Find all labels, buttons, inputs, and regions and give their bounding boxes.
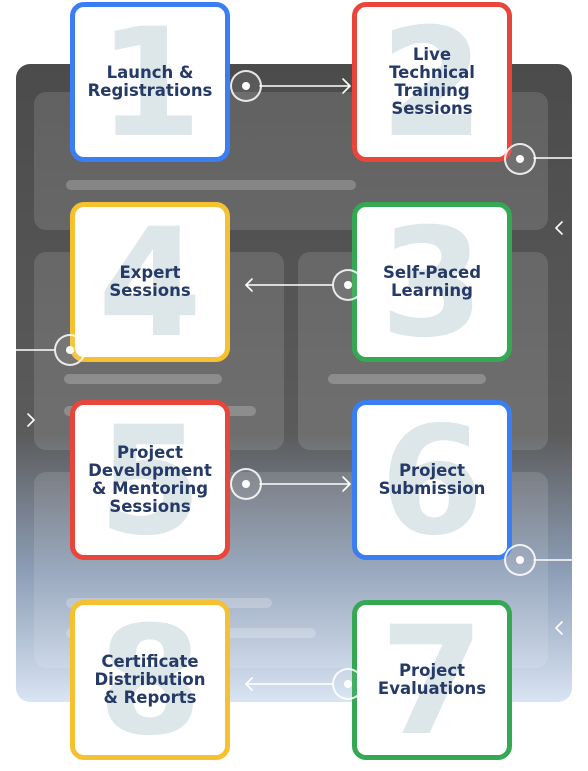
- background-panel: [16, 64, 572, 702]
- step-number: 3: [379, 202, 485, 362]
- connector-node: [230, 468, 262, 500]
- step-card-8: 8 Certificate Distribution & Reports: [70, 600, 230, 760]
- connector-node: [332, 668, 364, 700]
- arrowhead: [245, 677, 253, 691]
- connector-node: [504, 143, 536, 175]
- arrowhead: [342, 78, 351, 94]
- arrowhead: [555, 621, 563, 635]
- step-number: 8: [97, 600, 203, 760]
- connector-node: [230, 70, 262, 102]
- step-card-6: 6 Project Submission: [352, 400, 512, 560]
- step-number: 7: [379, 600, 485, 760]
- placeholder-bar: [64, 374, 222, 384]
- step-label: Expert Sessions: [109, 263, 191, 300]
- connector-node: [504, 544, 536, 576]
- arrowhead: [342, 476, 351, 492]
- step-label: Launch & Registrations: [87, 63, 213, 100]
- step-card-3: 3 Self-Paced Learning: [352, 202, 512, 362]
- step-label: Project Submission: [378, 461, 486, 498]
- step-number: 5: [97, 400, 203, 560]
- step-number: 2: [379, 2, 485, 162]
- step-card-7: 7 Project Evaluations: [352, 600, 512, 760]
- step-label: Certificate Distribution & Reports: [94, 652, 206, 707]
- step-number: 1: [97, 2, 203, 162]
- step-label: Project Evaluations: [377, 661, 487, 698]
- arrowhead: [27, 413, 35, 427]
- step-card-2: 2 Live Technical Training Sessions: [352, 2, 512, 162]
- connector-node: [332, 269, 364, 301]
- step-label: Live Technical Training Sessions: [389, 45, 475, 118]
- step-card-5: 5 Project Development & Mentoring Sessio…: [70, 400, 230, 560]
- connector-node: [54, 334, 86, 366]
- step-card-4: 4 Expert Sessions: [70, 202, 230, 362]
- step-number: 4: [97, 202, 203, 362]
- placeholder-bar: [66, 180, 356, 190]
- step-label: Project Development & Mentoring Sessions: [88, 443, 212, 516]
- step-number: 6: [379, 400, 485, 560]
- placeholder-bar: [328, 374, 486, 384]
- step-card-1: 1 Launch & Registrations: [70, 2, 230, 162]
- arrowhead: [245, 278, 253, 292]
- arrowhead: [555, 221, 563, 235]
- step-label: Self-Paced Learning: [382, 263, 482, 300]
